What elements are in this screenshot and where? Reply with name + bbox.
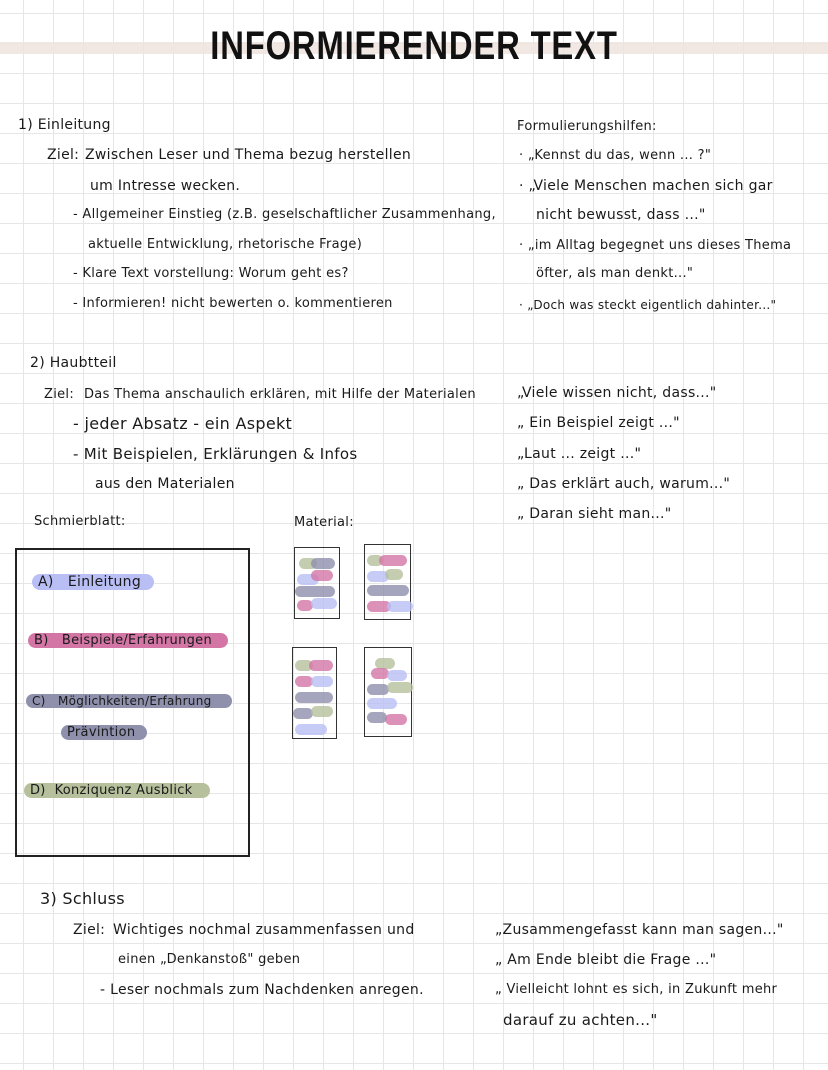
- outline-text: Prävintion: [67, 725, 136, 740]
- ziel-text: Wichtiges nochmal zusammenfassen und: [113, 922, 415, 938]
- phrase-line: öfter, als man denkt...": [536, 266, 694, 281]
- ziel-text: einen „Denkanstoß" geben: [118, 952, 301, 967]
- ziel-label: Ziel:: [73, 922, 106, 938]
- outline-item-b: B) Beispiele/Erfahrungen: [28, 633, 228, 648]
- phrase-line: · „im Alltag begegnet uns dieses Thema: [519, 238, 792, 253]
- outline-item-d: D) Konziquenz Ausblick: [24, 783, 210, 798]
- phrase-line: · „Kennst du das, wenn ... ?": [519, 148, 712, 163]
- outline-letter: D): [30, 783, 46, 798]
- section-heading-hauptteil: 2) Haubtteil: [30, 355, 117, 371]
- ziel-label: Ziel:: [44, 387, 75, 402]
- material-sheet-3: [292, 647, 337, 739]
- material-sheet-4: [364, 647, 413, 737]
- section-heading-einleitung: 1) Einleitung: [18, 117, 111, 133]
- material-sheet-1: [294, 547, 340, 619]
- outline-text: Beispiele/Erfahrungen: [61, 633, 213, 648]
- ziel-text: Zwischen Leser und Thema bezug herstelle…: [85, 147, 412, 163]
- bullet-item: - Allgemeiner Einstieg (z.B. geselschaft…: [73, 207, 496, 222]
- phrase-line: „Zusammengefasst kann man sagen...": [495, 922, 784, 938]
- section-heading-schluss: 3) Schluss: [40, 889, 125, 908]
- ziel-label: Ziel:: [47, 147, 80, 163]
- schmierblatt-box: A) Einleitung B) Beispiele/Erfahrungen C…: [15, 548, 250, 857]
- outline-letter: C): [32, 694, 46, 708]
- ziel-text: Das Thema anschaulich erklären, mit Hilf…: [84, 387, 476, 402]
- material-sheet-2: [364, 544, 413, 620]
- bullet-item: - Mit Beispielen, Erklärungen & Infos: [73, 445, 358, 463]
- phrase-line: „Laut ... zeigt ...": [517, 446, 642, 462]
- bullet-item: - Leser nochmals zum Nachdenken anregen.: [100, 982, 424, 998]
- outline-text: Einleitung: [67, 574, 142, 590]
- page-title: INFORMIERENDER TEXT: [210, 24, 618, 68]
- outline-text: Konziquenz Ausblick: [54, 783, 193, 798]
- phrase-line: „ Ein Beispiel zeigt ...": [517, 415, 680, 431]
- bullet-item: aus den Materialen: [95, 476, 235, 492]
- outline-item-c: C) Möglichkeiten/Erfahrung: [26, 694, 232, 708]
- outline-letter: A): [38, 574, 54, 590]
- bullet-item: - Informieren! nicht bewerten o. komment…: [73, 296, 393, 311]
- phrase-line: „ Am Ende bleibt die Frage ...": [495, 952, 717, 968]
- phrase-line: „ Daran sieht man...": [517, 506, 672, 522]
- bullet-item: aktuelle Entwicklung, rhetorische Frage): [88, 237, 363, 252]
- outline-item-c-cont: Prävintion: [61, 725, 147, 740]
- outline-item-a: A) Einleitung: [32, 574, 154, 590]
- material-label: Material:: [294, 515, 354, 530]
- bullet-item: - jeder Absatz - ein Aspekt: [73, 414, 293, 433]
- phrase-line: „ Das erklärt auch, warum...": [517, 476, 731, 492]
- outline-letter: B): [34, 633, 49, 648]
- title-highlight-band: [0, 42, 828, 54]
- phrase-line: „ Vielleicht lohnt es sich, in Zukunft m…: [495, 982, 778, 997]
- phrase-line: „Viele wissen nicht, dass...": [517, 385, 717, 401]
- phrase-line: · „Doch was steckt eigentlich dahinter..…: [519, 298, 777, 312]
- phrases-heading: Formulierungshilfen:: [517, 119, 657, 134]
- phrase-line: · „Viele Menschen machen sich gar: [519, 178, 773, 194]
- phrase-line: darauf zu achten...": [503, 1011, 658, 1029]
- phrase-line: nicht bewusst, dass ...": [536, 207, 706, 223]
- outline-text: Möglichkeiten/Erfahrung: [58, 694, 212, 708]
- schmierblatt-label: Schmierblatt:: [34, 514, 126, 529]
- bullet-item: - Klare Text vorstellung: Worum geht es?: [73, 266, 349, 281]
- ziel-text: um Intresse wecken.: [90, 178, 241, 194]
